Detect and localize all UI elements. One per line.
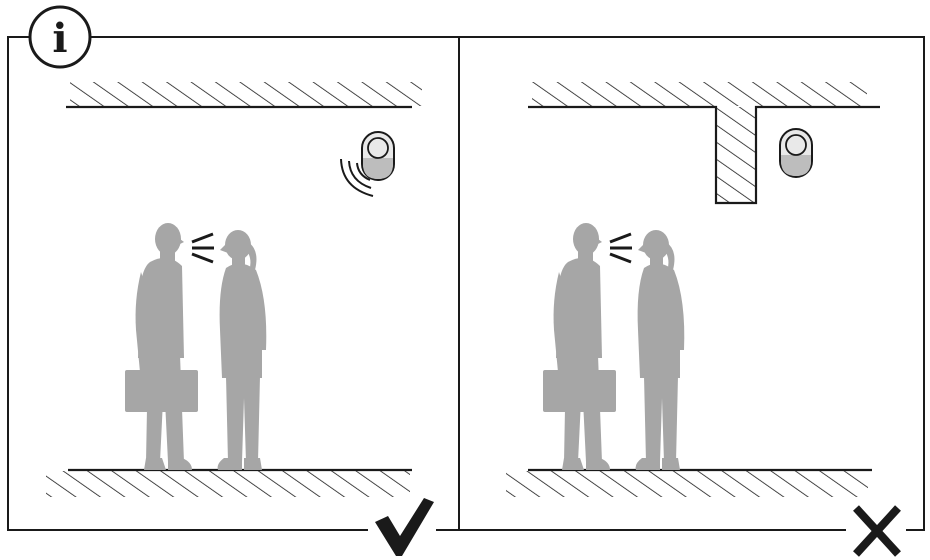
person-man <box>543 223 616 470</box>
speech-lines <box>190 232 216 264</box>
ceiling-right-with-beam <box>520 70 880 205</box>
checkmark-icon <box>375 498 434 556</box>
ceiling-left <box>60 70 435 109</box>
person-woman <box>635 230 685 470</box>
person-woman <box>217 230 267 470</box>
cross-icon <box>853 505 901 557</box>
panel-correct <box>46 70 435 556</box>
info-icon: i <box>28 5 92 69</box>
signal-waves-icon <box>340 158 374 197</box>
panel-incorrect <box>506 70 901 557</box>
sensor-device-icon <box>361 131 395 181</box>
speech-lines <box>608 232 634 264</box>
floor-right <box>506 468 872 497</box>
sensor-device-icon <box>779 128 813 178</box>
info-glyph: i <box>52 15 67 62</box>
person-man <box>125 223 198 470</box>
panel-frames <box>7 36 925 531</box>
floor-left <box>46 468 412 497</box>
